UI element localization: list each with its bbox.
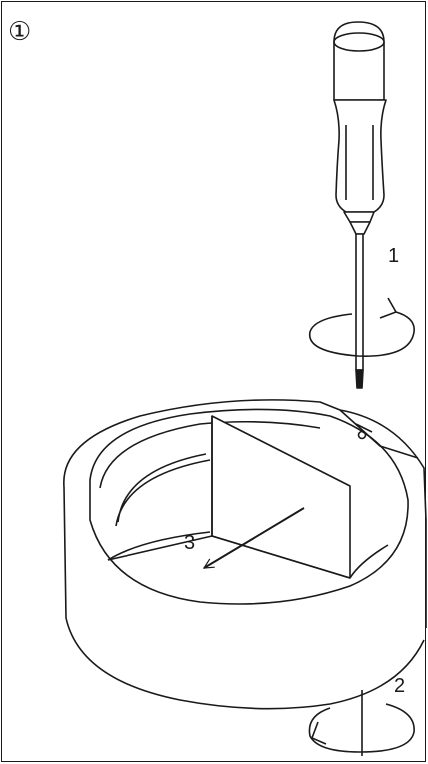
screwdriver-icon	[333, 21, 387, 389]
callout-1-label: 1	[388, 245, 399, 267]
callout-3-label: 3	[184, 532, 195, 554]
pull-out-arrow-icon	[204, 507, 305, 569]
rotate-screwdriver-arrow-icon	[309, 297, 415, 357]
callout-2-label: 2	[394, 675, 405, 697]
divider-plate	[107, 415, 389, 579]
rotate-base-arrow-icon	[308, 690, 415, 756]
step-marker: ①	[8, 17, 31, 47]
base-housing	[63, 399, 427, 710]
